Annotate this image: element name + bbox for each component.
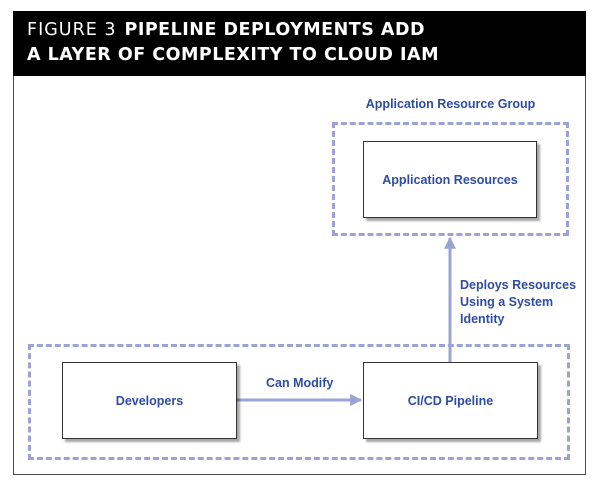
application-resources-label: Application Resources (382, 172, 518, 187)
developer-pipeline-group (28, 344, 570, 460)
application-resource-group (332, 122, 569, 236)
figure-title-line-1: FIGURE 3 PIPELINE DEPLOYMENTS ADD (27, 20, 425, 40)
figure-frame (13, 76, 586, 475)
application-resource-group-label: Application Resource Group (365, 97, 536, 111)
developers-label: Developers (115, 393, 184, 408)
deploys-label-line-2: Using a System (460, 295, 554, 309)
ci-cd-pipeline-label: CI/CD Pipeline (407, 393, 494, 408)
deploys-label-line-3: Identity (460, 312, 505, 326)
figure-title-line-2: A LAYER OF COMPLEXITY TO CLOUD IAM (27, 45, 439, 65)
ci-cd-pipeline-node: CI/CD Pipeline (363, 362, 538, 439)
figure-number: FIGURE 3 (27, 20, 117, 40)
can-modify-label: Can Modify (266, 376, 334, 390)
deploys-label-line-1: Deploys Resources (460, 278, 577, 292)
deploys-resources-label: Deploys Resources Using a System Identit… (460, 277, 576, 328)
figure-title-bar: FIGURE 3 PIPELINE DEPLOYMENTS ADD A LAYER… (13, 11, 586, 76)
figure-title-part-1: PIPELINE DEPLOYMENTS ADD (124, 20, 425, 40)
developers-node: Developers (62, 362, 237, 439)
application-resources-node: Application Resources (363, 141, 537, 218)
